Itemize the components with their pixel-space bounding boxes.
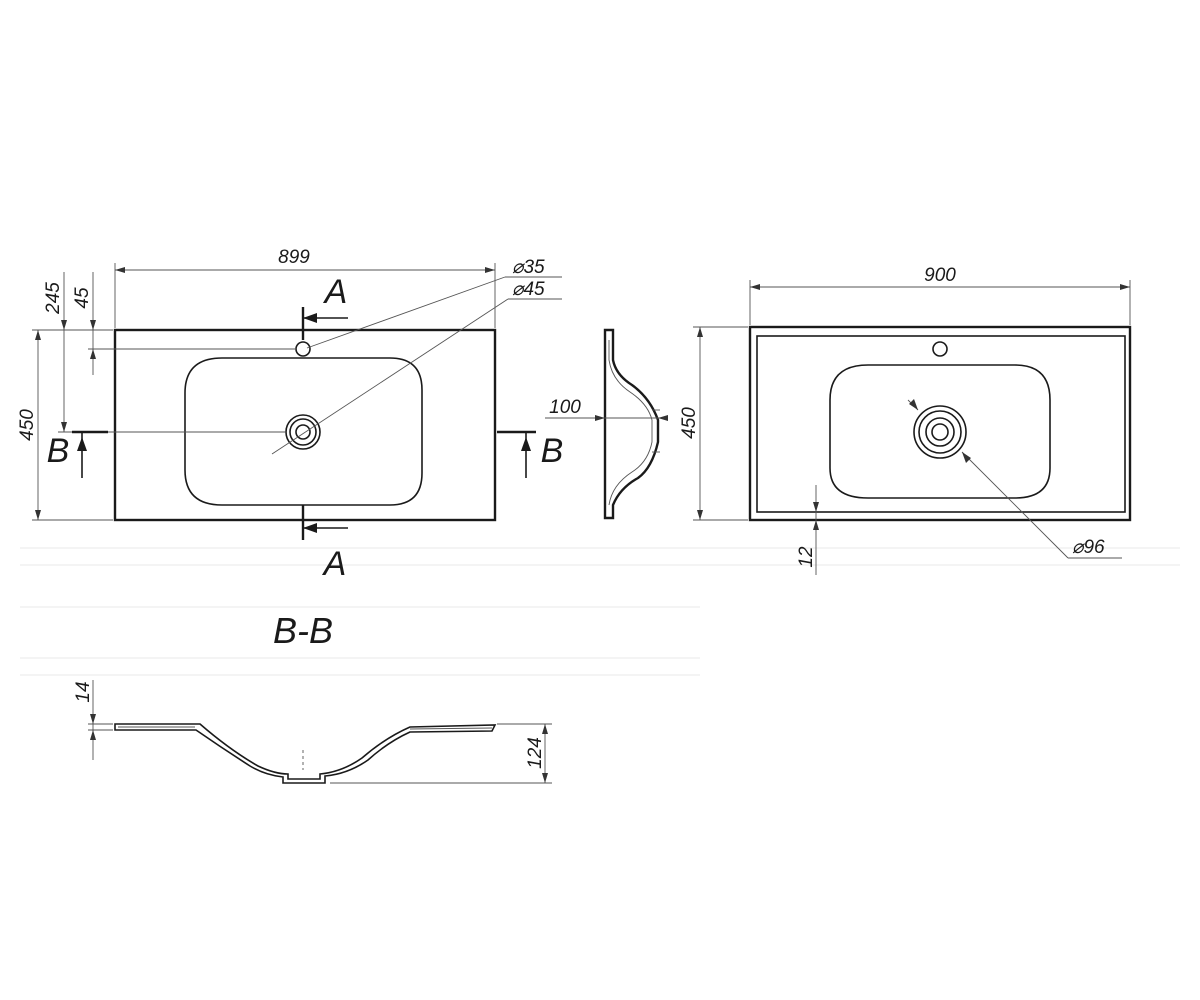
back-drain-inner <box>931 423 949 441</box>
background-artifacts <box>20 547 1180 676</box>
back-width-label: 900 <box>924 265 956 286</box>
side-profile-view: 100 <box>545 328 668 520</box>
section-bb-outline <box>114 723 497 784</box>
plan-offset-45-label: 45 <box>72 287 93 309</box>
back-drain-ring <box>925 417 955 447</box>
plan-drain-outer <box>285 414 321 450</box>
plan-width-label: 899 <box>278 247 310 268</box>
plan-view: 899 450 245 45 ⌀35 ⌀45 A A <box>17 247 563 583</box>
plan-height-label: 450 <box>17 409 38 441</box>
section-a-bottom-label: A <box>322 545 347 583</box>
plan-offset-245-label: 245 <box>43 282 64 315</box>
section-b-right-label: B <box>541 432 564 470</box>
plan-drain-dia-label: ⌀45 <box>512 279 545 300</box>
back-outline-outer <box>748 325 1132 522</box>
back-drain-mid <box>918 410 962 454</box>
section-bb-view: B-B 14 124 <box>73 610 552 784</box>
back-view: 900 450 12 ⌀96 <box>679 265 1132 575</box>
section-bb-title: B-B <box>273 610 333 651</box>
back-drain-dia-label: ⌀96 <box>1072 537 1105 558</box>
section-thickness-label: 14 <box>73 681 94 702</box>
plan-outline <box>113 328 497 522</box>
plan-tap-hole <box>295 341 311 357</box>
back-bowl <box>829 364 1051 499</box>
section-a-top-label: A <box>323 273 348 311</box>
plan-drain-inner <box>295 424 311 440</box>
plan-drain-mid <box>289 418 317 446</box>
back-drain-outer <box>913 405 967 459</box>
back-tap-hole <box>932 341 948 357</box>
back-height-label: 450 <box>679 407 700 439</box>
side-profile-outline <box>603 328 660 520</box>
side-depth-label: 100 <box>549 397 581 418</box>
section-depth-label: 124 <box>525 737 546 769</box>
section-b-left-label: B <box>47 432 70 470</box>
plan-tap-hole-dia-label: ⌀35 <box>512 257 545 278</box>
back-outline-inner <box>756 335 1126 513</box>
plan-bowl <box>184 357 423 506</box>
back-rim-label: 12 <box>796 546 817 568</box>
